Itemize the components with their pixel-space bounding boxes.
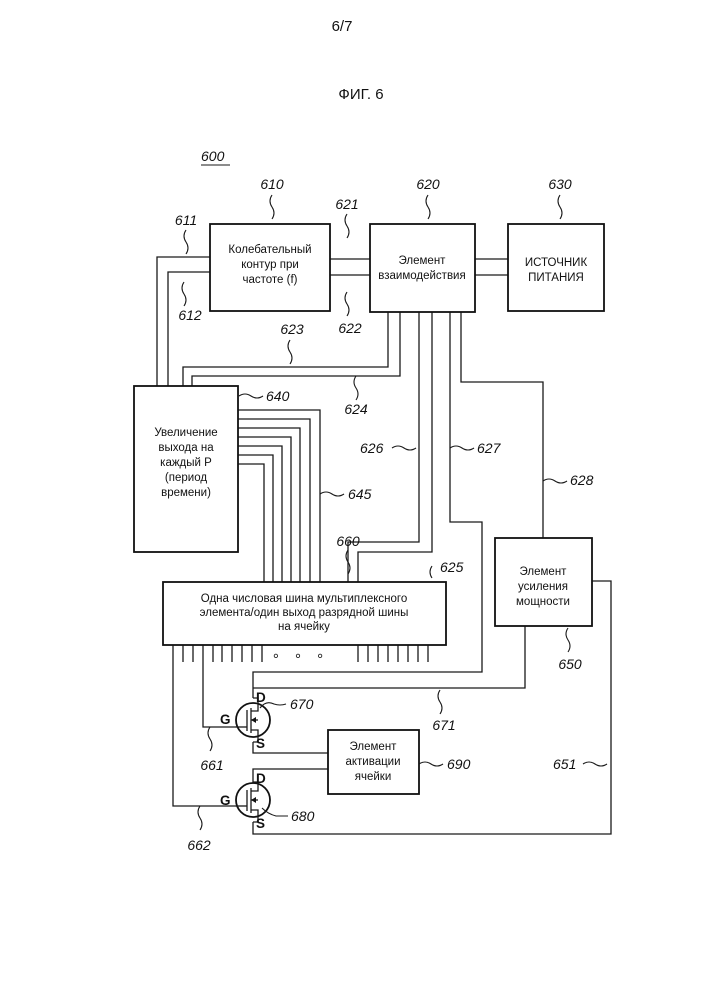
oscillator-line-3: частоте (f)	[242, 274, 297, 286]
counter-line-4: (период	[165, 472, 207, 484]
t670-drain-label: D	[256, 690, 266, 705]
ref-630: 630	[548, 176, 572, 192]
bus-645-line	[238, 419, 310, 582]
interaction-line-2: взаимодействия	[378, 270, 465, 282]
ref-611: 611	[175, 212, 197, 228]
sheet-number: 6/7	[332, 18, 353, 35]
counter-line-5: времени)	[161, 487, 211, 499]
ref-670: 670	[290, 696, 314, 712]
ref-625: 625	[440, 559, 464, 575]
ref-622: 622	[338, 320, 362, 336]
power-amp-line-3: мощности	[516, 596, 570, 608]
cell-activation-line-3: ячейки	[355, 771, 392, 783]
mux-output-ellipsis: ° ° °	[273, 651, 329, 668]
ref-623: 623	[280, 321, 304, 337]
wire-628	[461, 312, 543, 538]
power-amplifier-block: Элемент усиления мощности	[495, 538, 592, 626]
power-source-line-2: ПИТАНИЯ	[528, 272, 584, 284]
bus-645-line	[238, 446, 282, 582]
ref-628: 628	[570, 472, 594, 488]
bus-645-line	[238, 410, 320, 582]
power-source-block: ИСТОЧНИК ПИТАНИЯ	[508, 224, 604, 311]
ref-661: 661	[200, 757, 223, 773]
counter-line-1: Увеличение	[154, 427, 217, 439]
cell-activation-line-2: активации	[345, 756, 400, 768]
power-amp-line-1: Элемент	[520, 566, 568, 578]
multiplexer-block: Одна числовая шина мультиплексного элеме…	[163, 582, 446, 645]
figure-title: ФИГ. 6	[338, 86, 383, 103]
t670-gate-label: G	[220, 712, 231, 727]
power-source-line-1: ИСТОЧНИК	[525, 257, 588, 269]
t680-source-label: S	[256, 816, 265, 831]
ref-671: 671	[432, 717, 455, 733]
ref-620: 620	[416, 176, 440, 192]
ref-640: 640	[266, 388, 290, 404]
wire-612	[168, 272, 210, 386]
ref-651: 651	[553, 756, 576, 772]
counter-block: Увеличение выхода на каждый P (период вр…	[134, 386, 238, 552]
counter-line-3: каждый P	[160, 457, 212, 469]
transistor-680: D G S	[220, 771, 270, 831]
cell-activation-line-1: Элемент	[350, 741, 398, 753]
transistor-670: D G S	[220, 690, 270, 751]
cell-activation-block: Элемент активации ячейки	[328, 730, 419, 794]
t680-gate-label: G	[220, 793, 231, 808]
ref-621: 621	[335, 196, 358, 212]
ref-650: 650	[558, 656, 582, 672]
ref-662: 662	[187, 837, 211, 853]
oscillator-line-2: контур при	[241, 259, 299, 271]
ref-626: 626	[360, 440, 384, 456]
oscillator-line-1: Колебательный	[228, 244, 311, 256]
ref-624: 624	[344, 401, 368, 417]
oscillator-block: Колебательный контур при частоте (f)	[210, 224, 330, 311]
interaction-block: Элемент взаимодействия	[370, 224, 475, 312]
t670-source-label: S	[256, 736, 265, 751]
mux-line-3: на ячейку	[278, 621, 330, 633]
system-ref-label: 600	[201, 148, 225, 164]
ref-612: 612	[178, 307, 202, 323]
ref-610: 610	[260, 176, 284, 192]
t680-drain-label: D	[256, 771, 266, 786]
ref-690: 690	[447, 756, 471, 772]
ref-660: 660	[336, 533, 360, 549]
bus-645-line	[238, 455, 273, 582]
power-amp-line-2: усиления	[518, 581, 568, 593]
ref-680: 680	[291, 808, 315, 824]
counter-line-2: выхода на	[158, 442, 214, 454]
mux-line-2: элемента/один выход разрядной шины	[200, 607, 409, 619]
mux-line-1: Одна числовая шина мультиплексного	[201, 593, 408, 605]
ref-645: 645	[348, 486, 372, 502]
bus-645-line	[238, 464, 264, 582]
interaction-line-1: Элемент	[399, 255, 447, 267]
ref-627: 627	[477, 440, 502, 456]
